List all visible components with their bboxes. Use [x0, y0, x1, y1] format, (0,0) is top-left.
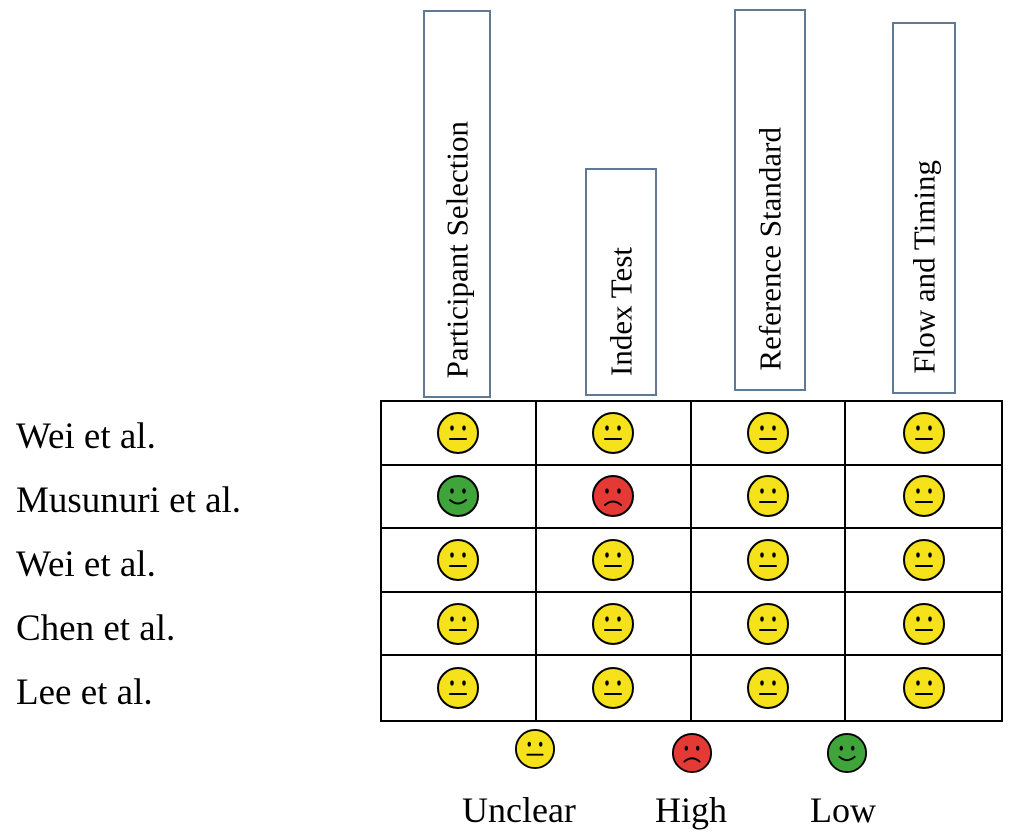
- rating-cell: [691, 529, 847, 593]
- neutral-face-icon: [592, 667, 635, 710]
- rating-cell: [536, 529, 692, 593]
- study-label: Chen et al.: [16, 608, 176, 649]
- neutral-face-icon: [746, 538, 789, 581]
- rating-cell: [691, 592, 847, 657]
- neutral-face-icon: [592, 411, 635, 454]
- rating-cell: [537, 656, 692, 720]
- neutral-face-icon: [437, 667, 480, 710]
- neutral-face-icon: [902, 602, 945, 645]
- neutral-face-icon: [437, 538, 480, 581]
- column-header-index-test: Index Test: [585, 168, 657, 396]
- rating-cell: [846, 593, 1001, 657]
- rating-cell: [382, 592, 537, 657]
- study-label: Musunuri et al.: [16, 480, 242, 521]
- neutral-face-icon: [746, 475, 789, 518]
- neutral-face-icon: [902, 411, 945, 454]
- rating-cell: [536, 402, 692, 466]
- rating-cell: [382, 656, 537, 720]
- neutral-face-icon: [514, 728, 556, 770]
- rating-cell: [691, 465, 847, 530]
- column-header-label: Reference Standard: [752, 127, 788, 371]
- neutral-face-icon: [746, 667, 789, 710]
- column-header-reference-standard: Reference Standard: [734, 9, 806, 391]
- rating-cell: [536, 465, 692, 530]
- neutral-face-icon: [592, 538, 635, 581]
- column-header-label: Index Test: [603, 247, 639, 376]
- neutral-face-icon: [902, 667, 945, 710]
- sad-face-icon: [671, 732, 713, 774]
- rating-cell: [846, 529, 1001, 593]
- neutral-face-icon: [746, 602, 789, 645]
- rating-cell: [846, 466, 1001, 530]
- neutral-face-icon: [902, 538, 945, 581]
- neutral-face-icon: [592, 602, 635, 645]
- sad-face-icon: [592, 475, 635, 518]
- column-header-label: Participant Selection: [439, 120, 475, 378]
- rating-cell: [692, 656, 847, 720]
- legend-label-low: Low: [810, 790, 876, 830]
- rating-cell: [382, 465, 537, 530]
- rating-cell: [691, 402, 847, 466]
- legend-label-unclear: Unclear: [462, 790, 576, 830]
- neutral-face-icon: [902, 475, 945, 518]
- legend-label-high: High: [655, 790, 727, 830]
- neutral-face-icon: [746, 411, 789, 454]
- smiley-face-icon: [826, 732, 868, 774]
- neutral-face-icon: [437, 602, 480, 645]
- smiley-face-icon: [437, 475, 480, 518]
- study-label: Wei et al.: [16, 416, 156, 457]
- column-header-flow-and-timing: Flow and Timing: [892, 22, 956, 394]
- rating-cell: [846, 656, 1001, 720]
- neutral-face-icon: [437, 411, 480, 454]
- study-label: Wei et al.: [16, 544, 156, 585]
- study-label: Lee et al.: [16, 672, 153, 713]
- rating-cell: [846, 402, 1001, 466]
- rating-cell: [536, 592, 692, 657]
- risk-of-bias-grid: [380, 400, 1003, 722]
- column-header-label: Flow and Timing: [906, 160, 942, 374]
- column-header-participant-selection: Participant Selection: [423, 10, 491, 398]
- rating-cell: [382, 402, 537, 466]
- rating-cell: [382, 529, 537, 593]
